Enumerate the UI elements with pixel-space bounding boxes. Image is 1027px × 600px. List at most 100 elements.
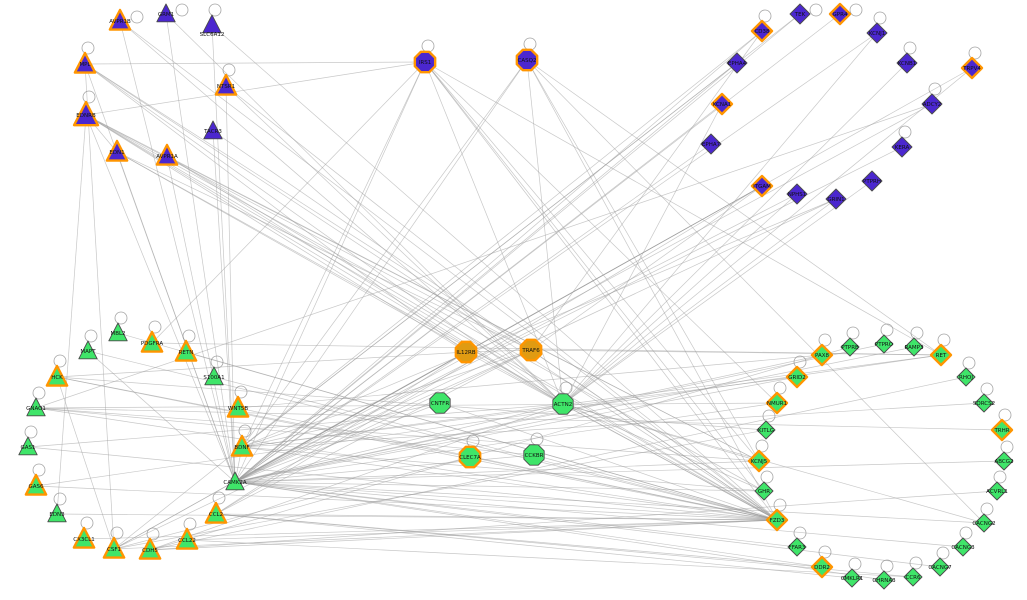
node-shape[interactable] — [747, 449, 771, 473]
node-shape[interactable] — [140, 330, 164, 353]
node-CACNG2[interactable]: CACNG2 — [972, 513, 996, 533]
node-shape[interactable] — [874, 570, 894, 590]
node-shape[interactable] — [710, 92, 734, 116]
node-shape[interactable] — [515, 48, 539, 72]
node-shape[interactable] — [810, 555, 834, 579]
node-EPHA7[interactable]: EPHA7 — [700, 133, 722, 155]
node-shape[interactable] — [214, 73, 238, 96]
node-shape[interactable] — [825, 188, 847, 210]
node-shape[interactable] — [552, 393, 574, 415]
node-NTSR1[interactable]: NTSR1 — [214, 73, 238, 96]
node-GRIN1[interactable]: GRIN1 — [825, 188, 847, 210]
node-shape[interactable] — [24, 473, 48, 496]
node-shape[interactable] — [156, 3, 176, 23]
node-RET[interactable]: RET — [929, 343, 953, 367]
node-shape[interactable] — [789, 3, 811, 25]
node-shape[interactable] — [203, 120, 223, 140]
node-KCNJ1[interactable]: KCNJ1 — [866, 22, 888, 44]
node-GRID2[interactable]: GRID2 — [785, 365, 809, 389]
node-SORCS2[interactable]: SORCS2 — [973, 393, 995, 413]
node-shape[interactable] — [750, 174, 774, 198]
node-shape[interactable] — [840, 337, 860, 357]
node-CASQ2[interactable]: CASQ2 — [515, 48, 539, 72]
node-MBL2[interactable]: MBL2 — [108, 322, 128, 342]
node-shape[interactable] — [108, 322, 128, 342]
node-shape[interactable] — [700, 133, 722, 155]
node-ACTN2[interactable]: ACTN2 — [552, 393, 574, 415]
node-ITGAM[interactable]: ITGAM — [750, 174, 774, 198]
node-shape[interactable] — [519, 338, 543, 362]
node-GNAO1[interactable]: GNAO1 — [26, 397, 46, 417]
node-shape[interactable] — [974, 393, 994, 413]
node-shape[interactable] — [202, 14, 222, 34]
node-SLC6A12[interactable]: SLC6A12 — [200, 14, 225, 38]
node-shape[interactable] — [786, 183, 808, 205]
node-shape[interactable] — [155, 143, 179, 166]
node-shape[interactable] — [787, 537, 807, 557]
node-shape[interactable] — [726, 52, 748, 74]
node-FFAR3[interactable]: FFAR3 — [787, 537, 807, 557]
node-shape[interactable] — [994, 451, 1014, 471]
node-ADCY2[interactable]: ADCY2 — [921, 93, 943, 115]
node-CACNG7[interactable]: CACNG7 — [928, 557, 952, 577]
node-PAX8[interactable]: PAX8 — [810, 343, 834, 367]
node-shape[interactable] — [18, 436, 38, 456]
node-shape[interactable] — [960, 56, 984, 80]
node-shape[interactable] — [413, 50, 437, 74]
node-shape[interactable] — [750, 19, 774, 43]
node-CCR6[interactable]: CCR6 — [903, 567, 923, 587]
node-MAPT[interactable]: MAPT — [78, 340, 98, 360]
node-TEK[interactable]: TEK — [789, 3, 811, 25]
node-S100A1[interactable]: S100A1 — [203, 366, 225, 386]
node-shape[interactable] — [785, 365, 809, 389]
node-shape[interactable] — [523, 444, 545, 466]
node-CACNG3[interactable]: CACNG3 — [951, 537, 975, 557]
node-shape[interactable] — [866, 22, 888, 44]
node-shape[interactable] — [921, 93, 943, 115]
node-shape[interactable] — [874, 334, 894, 354]
node-shape[interactable] — [108, 8, 132, 31]
node-shape[interactable] — [458, 445, 482, 469]
node-shape[interactable] — [974, 513, 994, 533]
node-shape[interactable] — [828, 2, 852, 26]
node-shape[interactable] — [175, 527, 199, 550]
node-shape[interactable] — [756, 420, 776, 440]
node-AVPR1A[interactable]: AVPR1A — [155, 143, 179, 166]
node-KITLG[interactable]: KITLG — [756, 420, 776, 440]
node-CMKLR1[interactable]: CMKLR1 — [841, 568, 864, 588]
node-shape[interactable] — [896, 52, 918, 74]
node-shape[interactable] — [47, 503, 67, 523]
node-CLEC7A[interactable]: CLEC7A — [458, 445, 482, 469]
node-NPHS1[interactable]: NPHS1 — [786, 183, 808, 205]
node-shape[interactable] — [990, 418, 1014, 442]
node-shape[interactable] — [861, 170, 883, 192]
node-EDN3[interactable]: EDN3 — [47, 503, 67, 523]
node-CCL2[interactable]: CCL2 — [204, 501, 228, 524]
node-shape[interactable] — [204, 501, 228, 524]
node-shape[interactable] — [454, 340, 478, 364]
node-shape[interactable] — [956, 367, 976, 387]
node-shape[interactable] — [929, 343, 953, 367]
node-shape[interactable] — [105, 139, 129, 162]
node-shape[interactable] — [225, 471, 245, 491]
node-shape[interactable] — [930, 557, 950, 577]
node-ABCG2[interactable]: ABCG2 — [994, 451, 1014, 471]
node-ACVRL1[interactable]: ACVRL1 — [986, 481, 1008, 501]
node-shape[interactable] — [73, 51, 97, 74]
node-shape[interactable] — [903, 567, 923, 587]
node-shape[interactable] — [810, 343, 834, 367]
node-GRM1[interactable]: GRM1 — [156, 3, 176, 23]
node-shape[interactable] — [204, 366, 224, 386]
node-shape[interactable] — [987, 481, 1007, 501]
node-FZD3[interactable]: FZD3 — [765, 508, 789, 532]
node-KERA[interactable]: KERA — [891, 136, 913, 158]
node-MPL[interactable]: MPL — [73, 51, 97, 74]
node-shape[interactable] — [45, 364, 69, 387]
node-shape[interactable] — [891, 136, 913, 158]
node-shape[interactable] — [429, 392, 451, 414]
node-shape[interactable] — [842, 568, 862, 588]
node-shape[interactable] — [72, 526, 96, 549]
node-shape[interactable] — [953, 537, 973, 557]
